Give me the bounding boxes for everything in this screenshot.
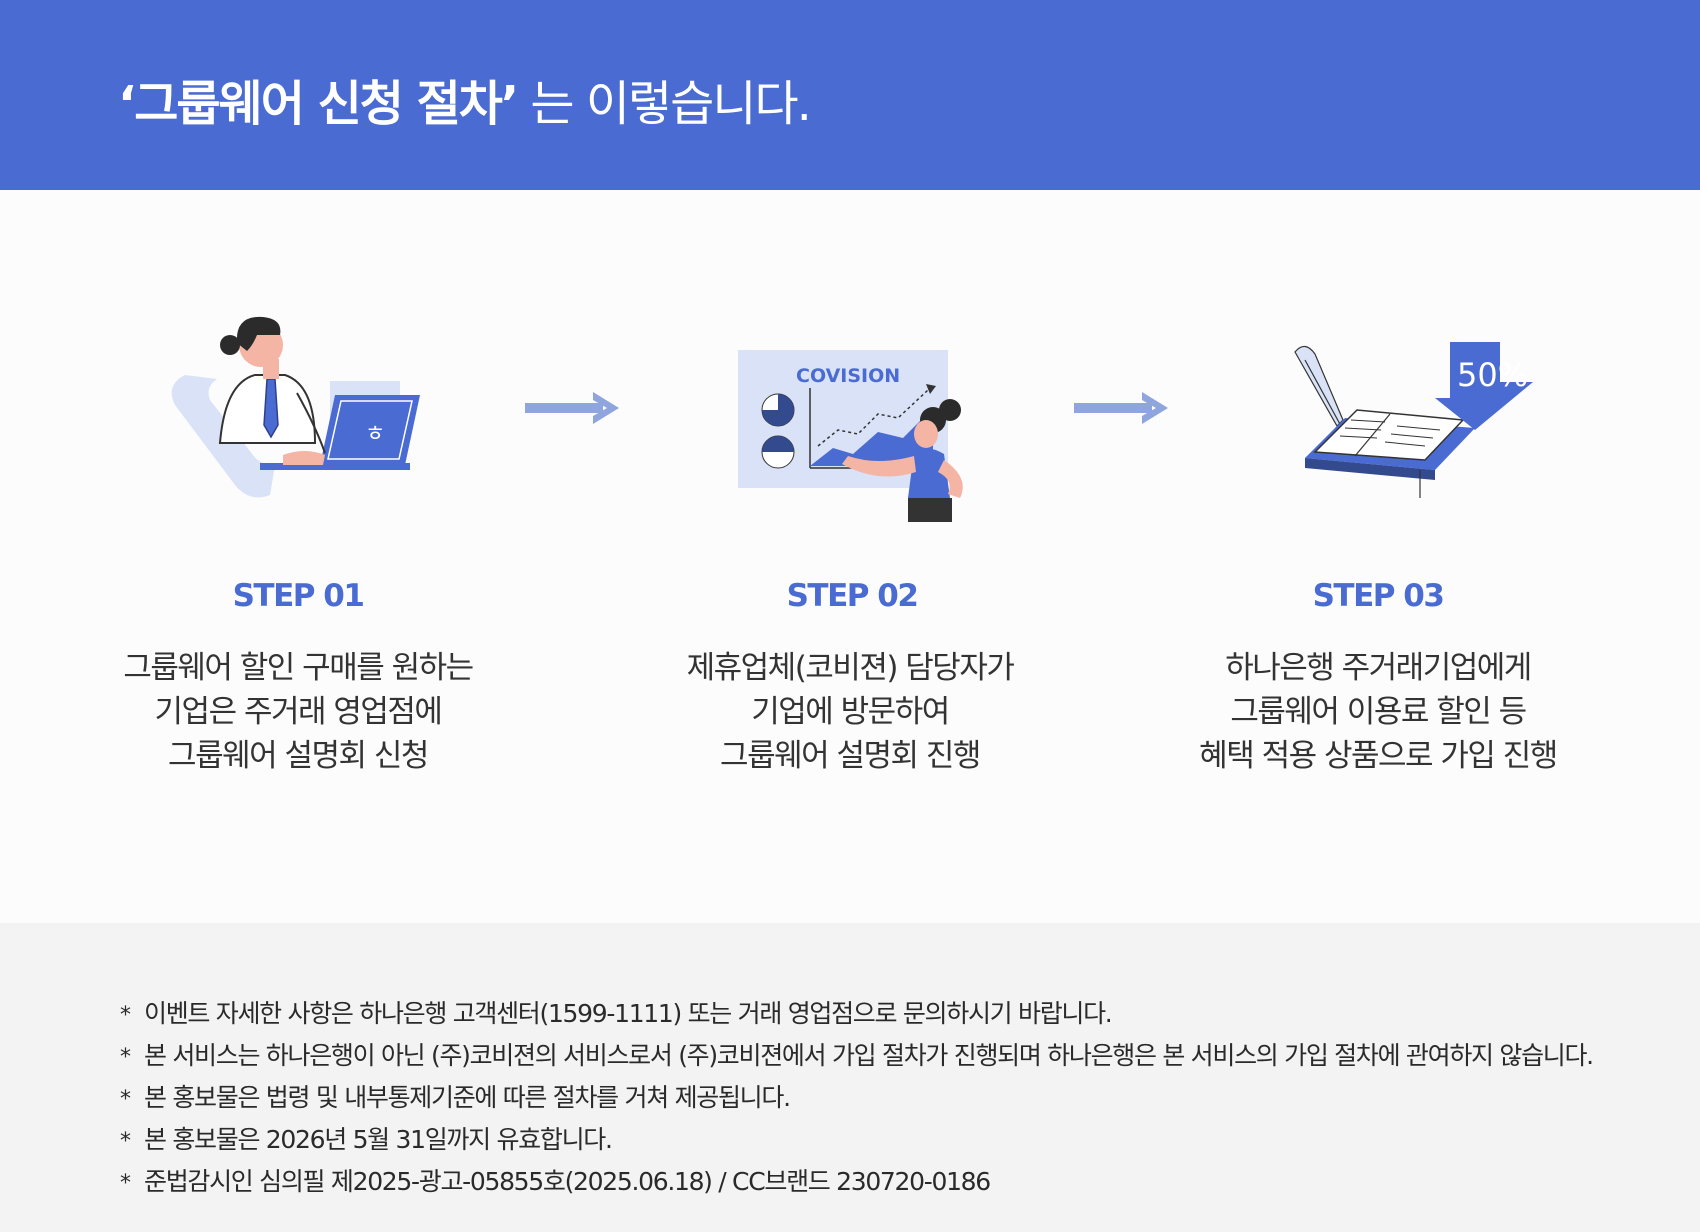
discount-badge-text: 50% (1457, 356, 1528, 394)
step-03-line-2: 그룹웨어 이용료 할인 등 (1230, 694, 1527, 730)
note-item: 이벤트 자세한 사항은 하나은행 고객센터(1599-1111) 또는 거래 영… (120, 993, 1600, 1037)
note-item: 본 서비스는 하나은행이 아닌 (주)코비젼의 서비스로서 (주)코비젼에서 가… (120, 1035, 1600, 1079)
header-banner: ‘그룹웨어 신청 절차’ 는 이렇습니다. (0, 0, 1700, 190)
page-title-rest: 는 이렇습니다. (517, 76, 811, 132)
arrow-right-icon (1074, 392, 1168, 424)
page-title-emphasis: ‘그룹웨어 신청 절차’ (118, 76, 519, 132)
step-02-description: 제휴업체(코비젼) 담당자가 기업에 방문하여 그룹웨어 설명회 진행 (620, 646, 1080, 778)
step-02-line-3: 그룹웨어 설명회 진행 (720, 738, 981, 774)
person-with-phone-and-laptop-icon: ㅎ (171, 316, 420, 498)
notes-section: 이벤트 자세한 사항은 하나은행 고객센터(1599-1111) 또는 거래 영… (0, 923, 1700, 1232)
step-03-description: 하나은행 주거래기업에게 그룹웨어 이용료 할인 등 혜택 적용 상품으로 가입… (1148, 646, 1608, 778)
note-item: 본 홍보물은 2026년 5월 31일까지 유효합니다. (120, 1119, 1600, 1163)
step-02-title: STEP 02 (786, 578, 919, 614)
discount-contract-icon: 50% (1294, 342, 1533, 498)
step-03-line-3: 혜택 적용 상품으로 가입 진행 (1199, 738, 1558, 774)
note-item: 준법감시인 심의필 제2025-광고-05855호(2025.06.18) / … (120, 1161, 1600, 1205)
step-01-description: 그룹웨어 할인 구매를 원하는 기업은 주거래 영업점에 그룹웨어 설명회 신청 (68, 646, 528, 778)
notes-list: 이벤트 자세한 사항은 하나은행 고객센터(1599-1111) 또는 거래 영… (120, 993, 1600, 1205)
page-title: ‘그룹웨어 신청 절차’ 는 이렇습니다. (118, 64, 812, 134)
step-02-line-2: 기업에 방문하여 (751, 694, 950, 730)
step-01-line-3: 그룹웨어 설명회 신청 (168, 738, 429, 774)
step-03-line-1: 하나은행 주거래기업에게 (1225, 650, 1532, 686)
step-01-line-2: 기업은 주거래 영업점에 (154, 694, 443, 730)
covision-logo: COVISION (796, 365, 900, 387)
arrow-right-icon (525, 392, 619, 424)
laptop-logo: ㅎ (365, 422, 385, 447)
step-01-line-1: 그룹웨어 할인 구매를 원하는 (123, 650, 474, 686)
note-item: 본 홍보물은 법령 및 내부통제기준에 따른 절차를 거쳐 제공됩니다. (120, 1077, 1600, 1121)
step-01-title: STEP 01 (232, 578, 365, 614)
presentation-chart-icon: COVISION (738, 350, 963, 522)
step-02-line-1: 제휴업체(코비젼) 담당자가 (686, 650, 1015, 686)
step-03-title: STEP 03 (1312, 578, 1445, 614)
